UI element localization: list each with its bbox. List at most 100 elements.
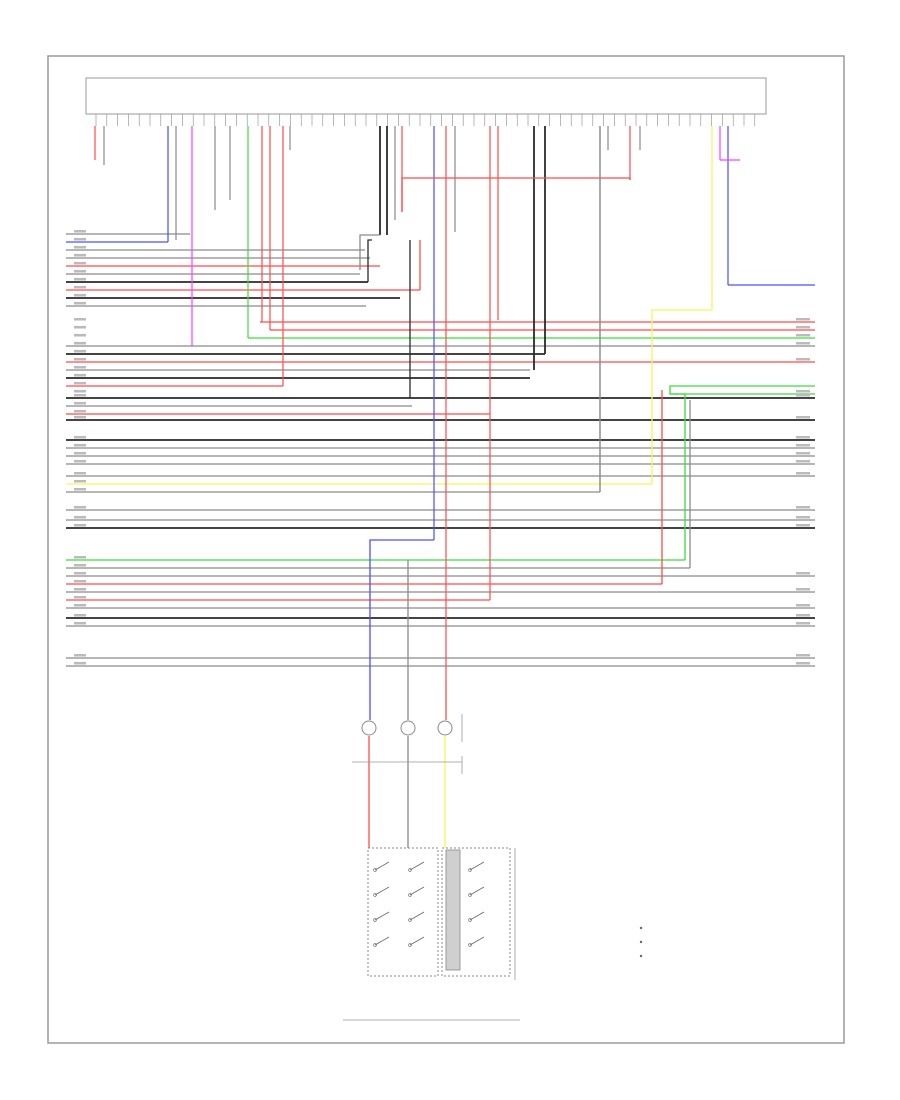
row-label xyxy=(74,436,86,439)
row-label xyxy=(796,460,810,463)
row-label xyxy=(74,604,86,607)
row-label xyxy=(74,614,86,617)
switch-contact xyxy=(409,936,425,946)
switch-terminal xyxy=(373,943,377,947)
row-label xyxy=(74,588,86,591)
row-label xyxy=(796,390,810,393)
row-label xyxy=(74,278,86,281)
row-label xyxy=(796,358,810,361)
row-label xyxy=(74,662,86,665)
legend-bullet xyxy=(639,954,643,958)
switch-terminal xyxy=(468,868,472,872)
row-label xyxy=(796,622,810,625)
row-label xyxy=(74,580,86,583)
switch-terminal xyxy=(468,943,472,947)
row-label xyxy=(74,326,86,329)
fuse-symbol xyxy=(361,720,377,736)
switch-contact xyxy=(469,936,485,946)
connector-pin-ticks xyxy=(95,114,756,126)
row-label xyxy=(74,622,86,625)
fuse-symbol xyxy=(400,720,416,736)
switch-contact xyxy=(469,911,485,921)
row-label xyxy=(796,334,810,337)
row-label xyxy=(796,326,810,329)
row-label xyxy=(74,262,86,265)
row-label xyxy=(796,472,810,475)
legend-bullet xyxy=(639,926,643,930)
row-label xyxy=(796,342,810,345)
switch-contact xyxy=(469,886,485,896)
switch-terminal xyxy=(468,918,472,922)
row-label xyxy=(74,402,86,405)
switch-contact xyxy=(409,886,425,896)
row-label xyxy=(74,488,86,491)
row-label xyxy=(796,654,810,657)
row-label xyxy=(796,394,810,397)
row-label xyxy=(796,506,810,509)
row-label xyxy=(796,452,810,455)
switch-assembly xyxy=(343,847,520,1021)
row-label xyxy=(74,334,86,337)
row-label xyxy=(796,318,810,321)
row-label xyxy=(796,572,810,575)
switch-terminal xyxy=(373,918,377,922)
row-label xyxy=(74,394,86,397)
row-label xyxy=(74,572,86,575)
switch-terminal xyxy=(408,868,412,872)
switch-contacts xyxy=(373,861,485,947)
wire-traces xyxy=(66,126,815,848)
switch-terminal xyxy=(408,893,412,897)
row-label xyxy=(74,452,86,455)
switch-contact xyxy=(469,861,485,871)
row-label xyxy=(74,350,86,353)
wire xyxy=(401,177,631,212)
row-label xyxy=(74,416,86,419)
switch-contact xyxy=(374,886,390,896)
row-label xyxy=(74,374,86,377)
inline-fuse-group xyxy=(352,714,463,774)
switch-contact xyxy=(374,861,390,871)
legend-bullet xyxy=(639,940,643,944)
switch-box-right xyxy=(441,847,511,977)
row-label xyxy=(74,444,86,447)
row-label xyxy=(74,516,86,519)
row-label xyxy=(796,662,810,665)
row-label xyxy=(796,444,810,447)
row-label xyxy=(74,480,86,483)
row-label xyxy=(796,604,810,607)
switch-contact xyxy=(409,861,425,871)
row-label xyxy=(74,302,86,305)
diagram-frame xyxy=(47,55,845,1044)
row-label xyxy=(74,238,86,241)
row-label xyxy=(74,286,86,289)
row-label xyxy=(796,516,810,519)
row-label xyxy=(74,246,86,249)
top-connector-block xyxy=(85,77,767,115)
switch-terminal xyxy=(408,918,412,922)
row-label xyxy=(74,472,86,475)
switch-motor-block xyxy=(445,849,461,971)
row-label xyxy=(74,230,86,233)
switch-terminal xyxy=(468,893,472,897)
row-label xyxy=(796,436,810,439)
row-label xyxy=(74,318,86,321)
row-label xyxy=(74,294,86,297)
row-label xyxy=(796,524,810,527)
switch-terminal xyxy=(408,943,412,947)
row-label xyxy=(74,654,86,657)
row-label xyxy=(796,416,810,419)
switch-contact xyxy=(374,911,390,921)
wire xyxy=(669,385,815,560)
wire-row-labels xyxy=(74,230,810,665)
row-label xyxy=(74,410,86,413)
fuse-symbol xyxy=(437,720,453,736)
switch-terminal xyxy=(373,893,377,897)
row-label xyxy=(74,366,86,369)
row-label xyxy=(74,564,86,567)
row-label xyxy=(796,614,810,617)
switch-box-left xyxy=(367,847,439,977)
row-label xyxy=(74,556,86,559)
row-label xyxy=(74,390,86,393)
